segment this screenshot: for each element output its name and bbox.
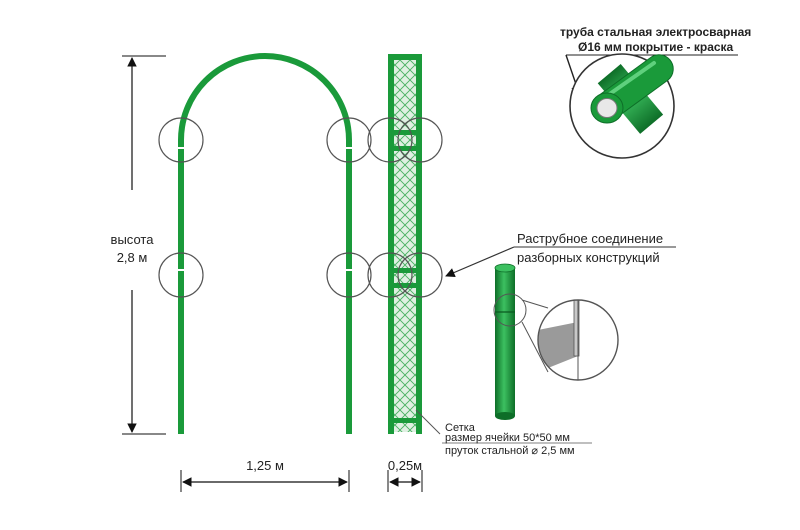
side-width-label: 0,25м bbox=[388, 458, 422, 473]
detail-zoom-circle bbox=[537, 299, 619, 381]
arch-width-dimension: 1,25 м bbox=[180, 458, 350, 492]
joint-circle bbox=[367, 252, 413, 298]
side-width-dimension: 0,25м bbox=[387, 458, 423, 492]
joint-line1: Раструбное соединение bbox=[517, 231, 663, 246]
joint-circle bbox=[397, 117, 443, 163]
mesh-line3: пруток стальной ⌀ 2,5 мм bbox=[445, 445, 575, 457]
mesh-line2: размер ячейки 50*50 мм bbox=[445, 432, 570, 444]
height-value: 2,8 м bbox=[117, 250, 148, 265]
mesh-leader bbox=[415, 409, 441, 435]
arch-tube bbox=[178, 53, 352, 434]
pipe-callout: труба стальная электросварная Ø16 мм пок… bbox=[560, 25, 751, 159]
height-dimension: высота 2,8 м bbox=[111, 55, 166, 435]
joint-circle bbox=[158, 252, 204, 298]
detail-pipe bbox=[495, 268, 515, 416]
joint-circle bbox=[326, 117, 372, 163]
arch-side-view bbox=[367, 54, 443, 434]
joint-callout: Раструбное соединение разборных конструк… bbox=[445, 231, 676, 278]
pipe-end-inner bbox=[596, 98, 618, 118]
side-top-bar bbox=[388, 54, 422, 60]
joint-leader bbox=[445, 246, 515, 278]
arch-width-label: 1,25 м bbox=[246, 458, 284, 473]
mesh-line1: Сетка bbox=[445, 422, 476, 434]
joint-circle bbox=[397, 252, 443, 298]
detail-small-circle bbox=[493, 293, 527, 327]
pipe-line1: труба стальная электросварная bbox=[560, 25, 751, 39]
detail-zoom bbox=[538, 300, 618, 380]
side-tube-right bbox=[416, 54, 422, 434]
arch-front-view bbox=[158, 53, 372, 434]
mesh-callout: Сетка размер ячейки 50*50 мм пруток стал… bbox=[415, 409, 592, 457]
side-tube-left bbox=[388, 54, 394, 434]
joint-line2: разборных конструкций bbox=[517, 250, 660, 265]
height-label: высота bbox=[111, 232, 155, 247]
pipe-line2: Ø16 мм покрытие - краска bbox=[578, 40, 734, 54]
joint-detail bbox=[493, 263, 619, 420]
mesh-panel bbox=[392, 58, 418, 432]
joint-circle bbox=[367, 117, 413, 163]
joint-circle bbox=[158, 117, 204, 163]
joint-circle bbox=[326, 252, 372, 298]
